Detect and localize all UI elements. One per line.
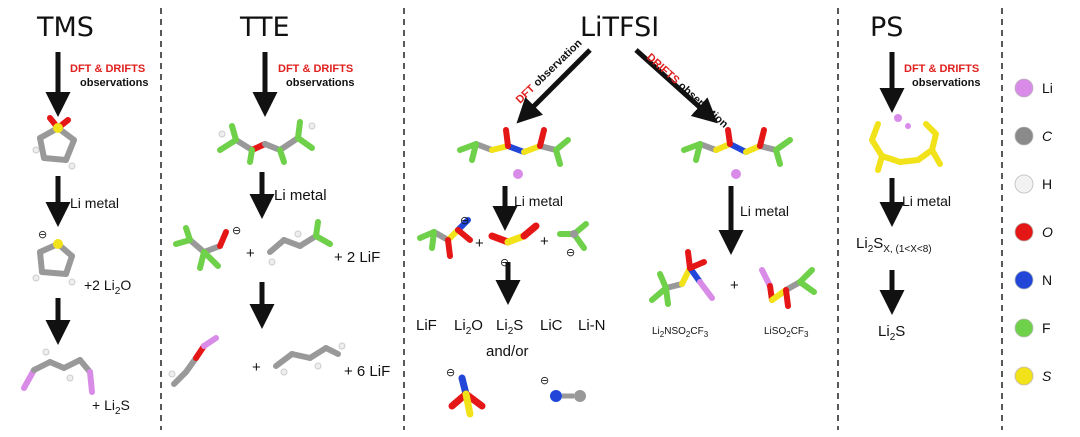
tms-chain [21,348,95,395]
litfsi-prod-lif: LiF [416,317,437,334]
legend-swatch-li [1014,78,1034,98]
tte-molecule [217,119,316,165]
legend-swatch-f [1014,318,1034,338]
litfsi-plus-1: + [475,235,484,252]
tte-step: Li metal [274,187,327,204]
legend-label-li: Li [1042,80,1053,96]
litfsi-dft-label: DFT observation [514,37,585,106]
tms-thiolate [32,239,76,286]
column-tte: TTE DFT & DRIFTS observations Li metal [168,12,390,387]
legend-label-o: O [1042,224,1053,240]
litfsi-drifts-label: DRIFTS observation [644,51,730,130]
litfsi-fragment-so2 [488,222,540,246]
legend-swatch-s [1014,366,1034,386]
ps-title: PS [870,12,903,43]
column-dividers [160,8,1003,430]
tte-fragment-1 [173,225,229,271]
litfsi-prod-lic: LiC [540,317,563,334]
tte-lif-1: + 2 LiF [334,249,380,266]
litfsi-arrow-dft [516,48,592,124]
tms-charge: ⊖ [38,229,47,241]
tte-obs-red: DFT & DRIFTS [278,63,353,75]
tms-title: TMS [36,12,94,43]
legend-label-s: S [1042,368,1052,384]
tms-molecule [32,115,77,170]
column-tms: TMS DFT & DRIFTS observations Li metal ⊖ [21,12,148,417]
litfsi-fragment-cf3so2 [417,217,473,259]
litfsi-plus-2: + [540,233,549,250]
legend-label-h: H [1042,176,1052,192]
litfsi-fragment-cf3 [557,221,589,251]
tte-lif-2: + 6 LiF [344,363,390,380]
litfsi-fragment-li2nso2cf3 [649,249,715,307]
tte-fragment-3 [168,335,219,387]
litfsi-step-left: Li metal [514,193,563,209]
litfsi-charge-4: ⊖ [446,367,455,379]
ps-final: Li2S [878,323,905,343]
litfsi-fragment-cn [550,390,586,402]
litfsi-charge-1: ⊖ [460,215,469,227]
tms-prod1: +2 Li2O [84,277,131,297]
ps-obs-black: observations [912,77,980,89]
litfsi-charge-2: ⊖ [566,247,575,259]
litfsi-arrow-drifts [634,48,718,124]
column-ps: PS DFT & DRIFTS observations Li metal Li… [856,12,980,343]
tte-plus-1: + [246,245,255,262]
ps-step: Li metal [902,193,951,209]
litfsi-charge-5: ⊖ [540,375,549,387]
legend-swatch-n [1014,270,1034,290]
tte-charge: ⊖ [232,225,241,237]
litfsi-prod-li2o: Li2O [454,317,483,337]
tte-fragment-4 [273,342,346,376]
tte-obs-black: observations [286,77,354,89]
atom-legend: LiC H O N F S [1014,78,1053,386]
litfsi-molecule-left [457,127,571,179]
litfsi-title: LiTFSI [580,12,659,43]
litfsi-plus-3: + [730,277,739,294]
legend-swatch-o [1014,222,1034,242]
tte-plus-2: + [252,359,261,376]
litfsi-prod-right-1: Li2NSO2CF3 [652,326,709,339]
litfsi-prod-right-2: LiSO2CF3 [764,326,809,339]
column-litfsi: LiTFSI DFT observation DRIFTS observatio… [416,12,817,418]
litfsi-fragment-liso2cf3 [759,267,817,309]
tte-title: TTE [239,12,290,43]
litfsi-andor: and/or [486,343,529,360]
tms-prod2: + Li2S [92,397,130,417]
tte-fragment-2 [267,219,333,266]
tms-step: Li metal [70,195,119,211]
ps-obs-red: DFT & DRIFTS [904,63,979,75]
ps-product: Li2SX, (1<X<8) [856,235,932,255]
litfsi-prod-lin: Li-N [578,317,606,334]
ps-molecule [869,114,943,173]
litfsi-prod-li2s: Li2S [496,317,523,337]
tms-obs-red: DFT & DRIFTS [70,63,145,75]
litfsi-step-right: Li metal [740,203,789,219]
tms-obs-black: observations [80,77,148,89]
legend-label-n: N [1042,272,1052,288]
legend-swatch-h [1014,174,1034,194]
legend-swatch-c [1014,126,1034,146]
legend-label-c: C [1042,128,1053,144]
litfsi-fragment-nso2 [448,374,486,418]
litfsi-molecule-right [681,127,793,179]
legend-label-f: F [1042,320,1051,336]
litfsi-charge-3: ⊖ [500,257,509,269]
